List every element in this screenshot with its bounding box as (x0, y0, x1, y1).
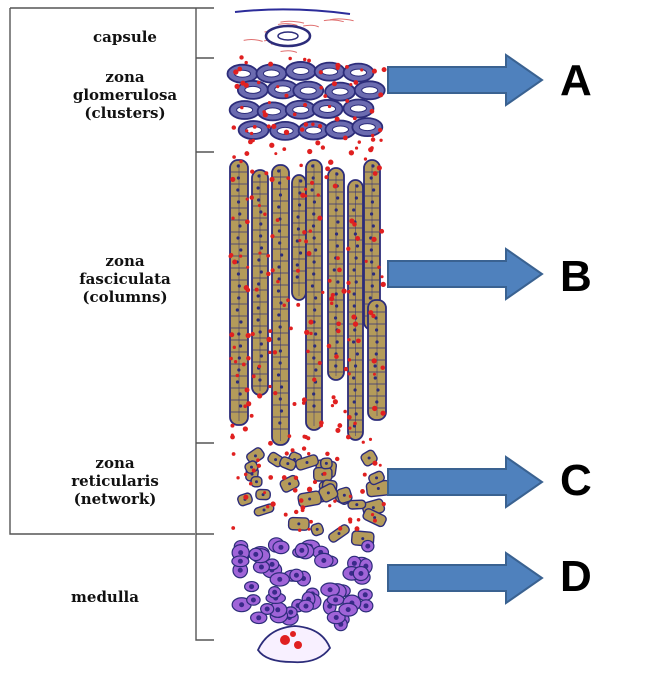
label-a: A (560, 56, 592, 105)
fasciculata-columns (229, 159, 387, 446)
zone-label-glomerulosa: zona glomerulosa (clusters) (72, 68, 178, 122)
medulla-cells (231, 537, 375, 632)
arrow-d (387, 551, 544, 605)
cortex-bracket (9, 8, 195, 535)
zone-divider-line (195, 8, 214, 641)
blood-cells (228, 55, 387, 532)
label-b: B (560, 252, 592, 301)
zone-label-capsule: capsule (93, 28, 157, 46)
capsule-layer (234, 8, 354, 53)
central-vein (256, 625, 332, 664)
glomerulosa-clusters (226, 61, 386, 141)
zone-label-medulla: medulla (71, 588, 139, 606)
label-d: D (560, 552, 592, 601)
zone-label-fasciculata: zona fasciculata (columns) (79, 252, 171, 306)
arrow-b (387, 247, 544, 301)
zone-label-reticularis: zona reticularis (network) (71, 454, 159, 508)
reticularis-network (237, 447, 391, 547)
arrow-a (387, 53, 544, 107)
arrow-c (387, 455, 544, 509)
label-c: C (560, 456, 592, 505)
